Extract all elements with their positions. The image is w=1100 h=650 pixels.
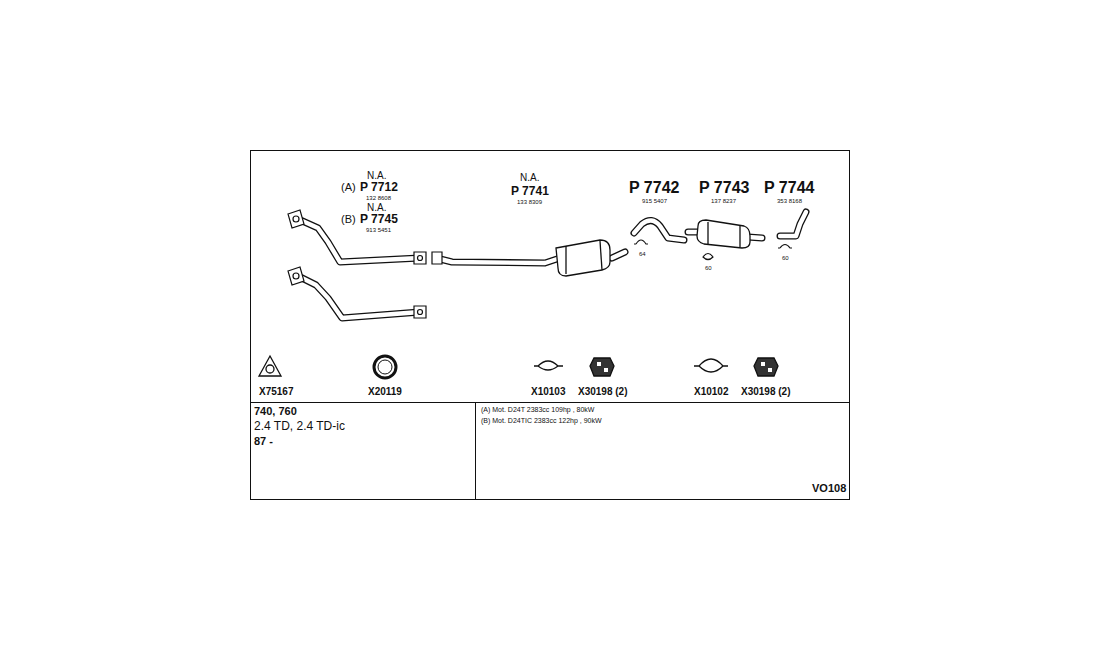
part-number: P 7741	[511, 185, 549, 197]
part-number: P 7745	[360, 213, 398, 225]
part-number: X75167	[259, 387, 293, 397]
callout-number: 64	[639, 251, 646, 257]
note-text: N.A.	[367, 171, 386, 181]
table-cell: 740, 760	[254, 406, 297, 417]
part-number: P 7742	[629, 180, 679, 196]
muffler	[556, 240, 610, 276]
part-number: X10102	[694, 387, 728, 397]
part-number: P 7744	[764, 180, 814, 196]
note-text: N.A.	[520, 173, 539, 183]
table-cell: (B) Mot. D24TIC 2383cc 122hp , 90kW	[481, 417, 602, 424]
part-number: X30198 (2)	[578, 387, 627, 397]
part-number: P 7743	[699, 180, 749, 196]
part-number: P 7712	[360, 181, 398, 193]
part-number: X30198 (2)	[741, 387, 790, 397]
table-cell: 87 -	[254, 436, 273, 447]
oem-number: 915 5407	[642, 198, 667, 204]
callout-number: 60	[782, 255, 789, 261]
table-cell: (A) Mot. D24T 2383cc 109hp , 80kW	[481, 406, 594, 413]
muffler	[697, 220, 750, 248]
flanges	[288, 210, 442, 318]
part-number: X10103	[531, 387, 565, 397]
variant-mark: (B)	[341, 214, 356, 225]
oem-number: 137 8237	[711, 198, 736, 204]
oem-number: 133 8309	[517, 199, 542, 205]
pipes	[298, 212, 806, 318]
frame	[251, 151, 850, 500]
table-rule	[475, 402, 476, 500]
oem-number: 913 5451	[366, 227, 391, 233]
clamps	[634, 240, 792, 260]
variant-mark: (A)	[341, 182, 356, 193]
table-rule	[250, 402, 850, 403]
catalog-code: VO108	[812, 483, 846, 494]
part-number: X20119	[368, 387, 402, 397]
oem-number: 132 8608	[366, 195, 391, 201]
oem-number: 353 8168	[777, 198, 802, 204]
table-cell: 2.4 TD, 2.4 TD-ic	[254, 420, 345, 432]
part-icons	[259, 356, 778, 378]
callout-number: 60	[705, 265, 712, 271]
note-text: N.A.	[367, 203, 386, 213]
